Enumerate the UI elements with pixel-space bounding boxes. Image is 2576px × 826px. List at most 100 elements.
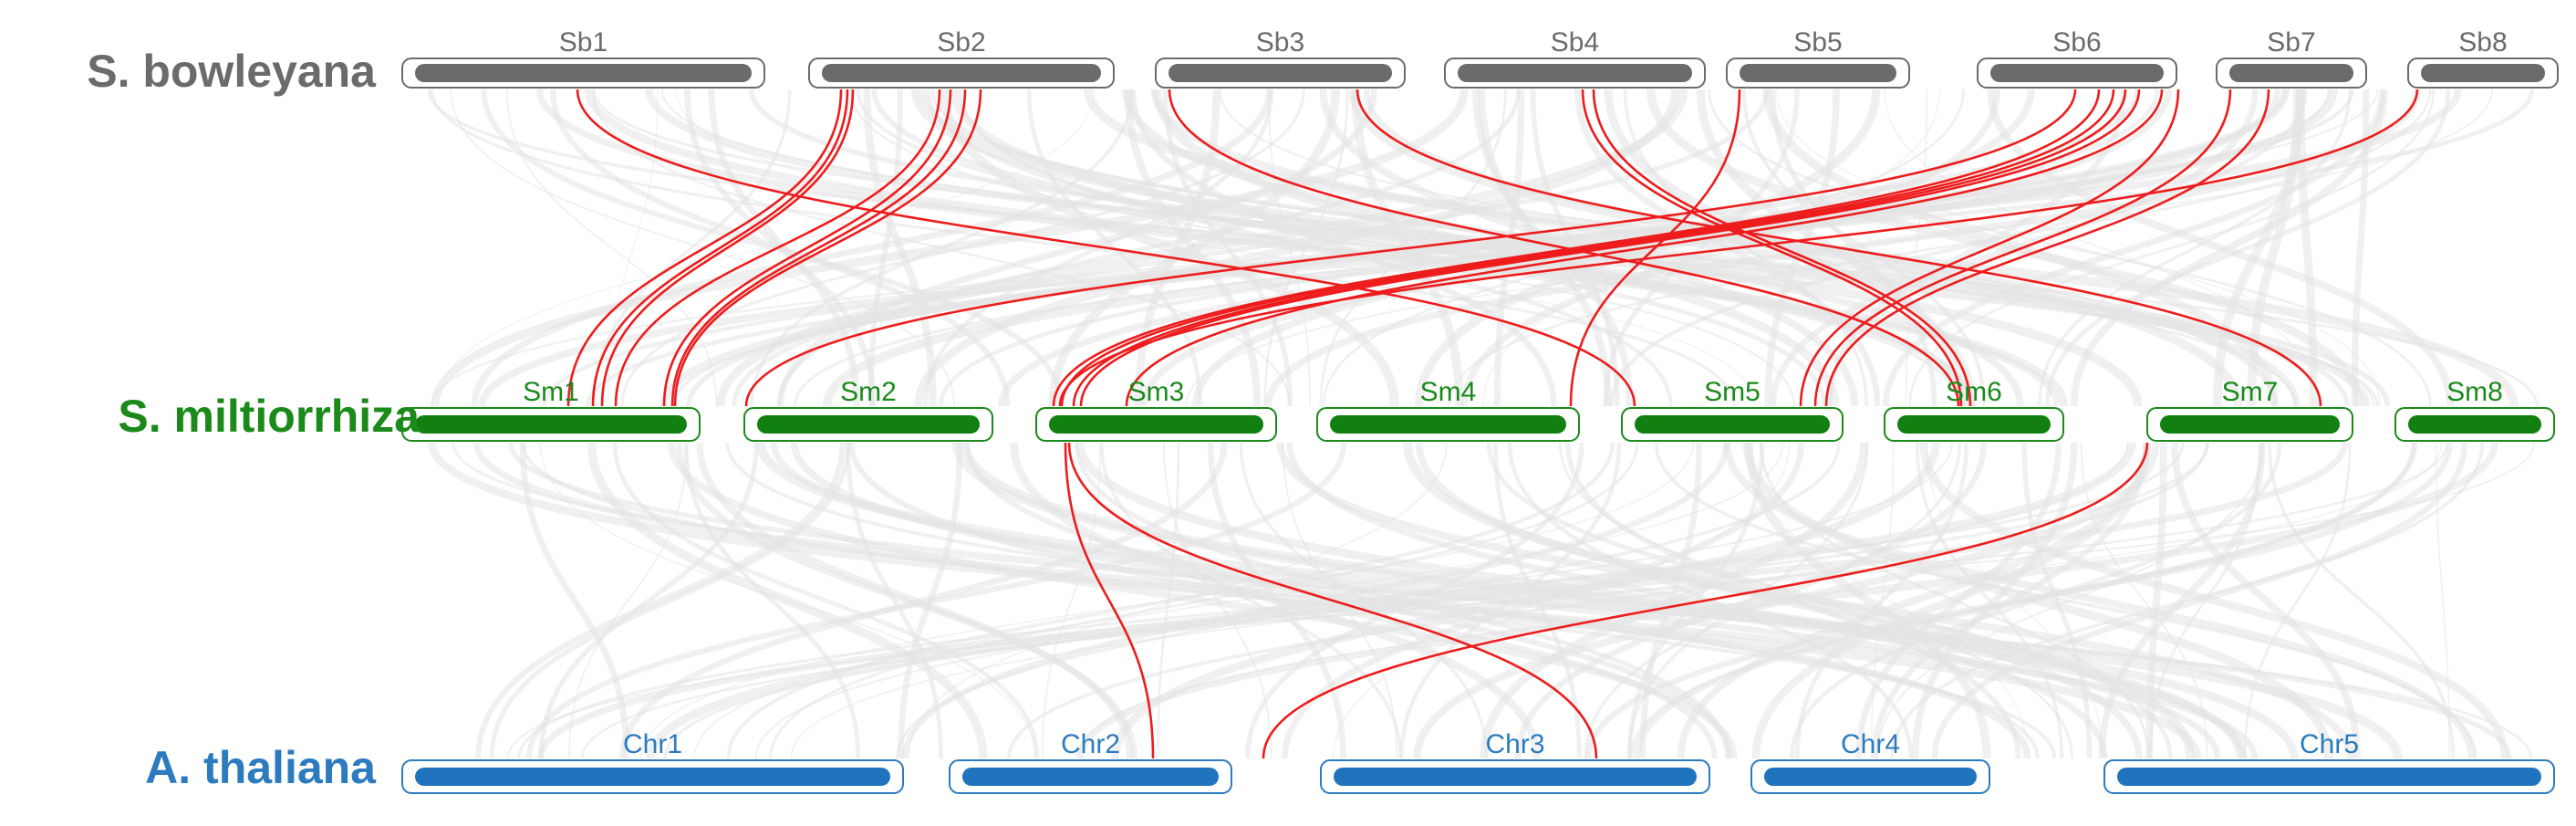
background-link xyxy=(437,89,1096,407)
background-link xyxy=(2171,442,2362,759)
chromosome-label: Sm8 xyxy=(2446,377,2503,407)
background-link xyxy=(1348,89,2243,407)
chromosome-body xyxy=(757,415,980,434)
chromosome-label: Sm2 xyxy=(840,377,897,407)
background-link xyxy=(1919,442,2509,759)
background-link xyxy=(1627,442,1765,759)
background-link xyxy=(908,442,1448,759)
chromosome-label: Chr3 xyxy=(1485,729,1544,759)
highlighted-link xyxy=(1125,89,2164,407)
highlighted-link xyxy=(614,89,941,407)
background-link xyxy=(2243,442,2352,759)
chromosome-body xyxy=(1740,64,1896,82)
background-link xyxy=(1075,442,2245,759)
highlighted-link xyxy=(1569,89,1741,407)
chromosome-label: Chr5 xyxy=(2300,729,2359,759)
chromosome-Chr5: Chr5 xyxy=(2103,729,2555,794)
background-link xyxy=(1448,89,2432,407)
chromosome-Sm7: Sm7 xyxy=(2146,377,2353,442)
chromosome-label: Sb8 xyxy=(2458,27,2507,58)
labels: S. bowleyana S. miltiorrhiza A. thaliana xyxy=(87,46,421,793)
background-link xyxy=(1627,442,1869,759)
chromosome-body xyxy=(415,415,687,434)
chromosome-Sb1: Sb1 xyxy=(401,27,765,89)
chromosome-label: Sb4 xyxy=(1551,27,1599,58)
highlighted-link xyxy=(1262,442,2149,759)
background-link xyxy=(1855,442,2062,759)
chromosome-Sm1: Sm1 xyxy=(401,377,701,442)
species-label-sb: S. bowleyana xyxy=(87,46,377,97)
chromosome-body xyxy=(1334,768,1697,786)
background-link xyxy=(489,442,851,759)
chromosome-body xyxy=(2229,64,2353,82)
chromosome-label: Sb6 xyxy=(2052,27,2101,58)
background-link xyxy=(667,442,1738,759)
background-link xyxy=(732,89,1770,407)
chromosome-label: Sb3 xyxy=(1256,27,1304,58)
species-label-at: A. thaliana xyxy=(145,742,377,793)
background-link xyxy=(672,89,2288,407)
background-link xyxy=(2021,442,2093,759)
chromosome-Chr2: Chr2 xyxy=(949,729,1232,794)
background-link xyxy=(1987,89,2455,407)
chromosome-body xyxy=(1897,415,2051,434)
highlighted-link xyxy=(1064,442,1155,759)
background-link xyxy=(776,89,1377,407)
chromosome-body xyxy=(1049,415,1263,434)
chromosome-Chr4: Chr4 xyxy=(1750,729,1990,794)
chromosome-Sm5: Sm5 xyxy=(1621,377,1844,442)
background-link xyxy=(1890,442,2485,759)
background-link xyxy=(675,89,1756,407)
background-link xyxy=(663,442,2209,759)
background-link xyxy=(1926,442,2103,759)
background-link xyxy=(1750,442,2029,759)
background-link xyxy=(471,89,1273,407)
chromosome-body xyxy=(415,64,752,82)
background-link xyxy=(508,442,2512,759)
chromosome-label: Sm5 xyxy=(1704,377,1761,407)
chromosome-body xyxy=(822,64,1101,82)
background-link xyxy=(481,89,1065,407)
background-link xyxy=(1363,89,2278,407)
background-link xyxy=(1764,89,1840,407)
chromosome-Sm8: Sm8 xyxy=(2394,377,2555,442)
highlighted-link xyxy=(1052,89,2101,407)
chromosome-label: Chr4 xyxy=(1841,729,1900,759)
highlighted-link xyxy=(744,89,2077,407)
background-link xyxy=(2212,89,2305,407)
chromosome-label: Sm1 xyxy=(523,377,579,407)
chromosome-Chr1: Chr1 xyxy=(401,729,904,794)
highlighted-link xyxy=(1581,89,1963,407)
background-link xyxy=(1871,442,2150,759)
chromosome-body xyxy=(2421,64,2545,82)
background-link xyxy=(676,442,1137,759)
chromosome-Sb4: Sb4 xyxy=(1444,27,1706,89)
chromosome-label: Sm4 xyxy=(1420,377,1477,407)
background-link xyxy=(538,442,759,759)
chromosome-body xyxy=(1990,64,2164,82)
background-link xyxy=(1402,442,2196,759)
background-link xyxy=(584,89,2069,407)
highlighted-link xyxy=(1799,89,2180,407)
chromosome-label: Sm6 xyxy=(1946,377,2002,407)
highlighted-link xyxy=(591,89,849,407)
species-label-sm: S. miltiorrhiza xyxy=(118,391,421,442)
highlighted-link xyxy=(1072,89,2127,407)
background-link xyxy=(1654,442,2477,759)
highlighted-link xyxy=(1824,89,2270,407)
highlighted-link xyxy=(1356,89,2322,407)
highlighted-link xyxy=(1592,89,1972,407)
chromosome-Sb6: Sb6 xyxy=(1977,27,2177,89)
chromosome-label: Sb2 xyxy=(937,27,985,58)
chromosome-Sm6: Sm6 xyxy=(1884,377,2064,442)
background-link xyxy=(725,442,2040,759)
background-link xyxy=(525,442,1347,759)
background-link xyxy=(755,442,2403,759)
highlighted-synteny-links xyxy=(566,89,2419,759)
highlighted-link xyxy=(576,89,1636,407)
chromosome-Sm2: Sm2 xyxy=(743,377,993,442)
chromosome-body xyxy=(1764,768,1977,786)
background-link xyxy=(1708,89,2432,407)
background-link xyxy=(2080,442,2208,759)
